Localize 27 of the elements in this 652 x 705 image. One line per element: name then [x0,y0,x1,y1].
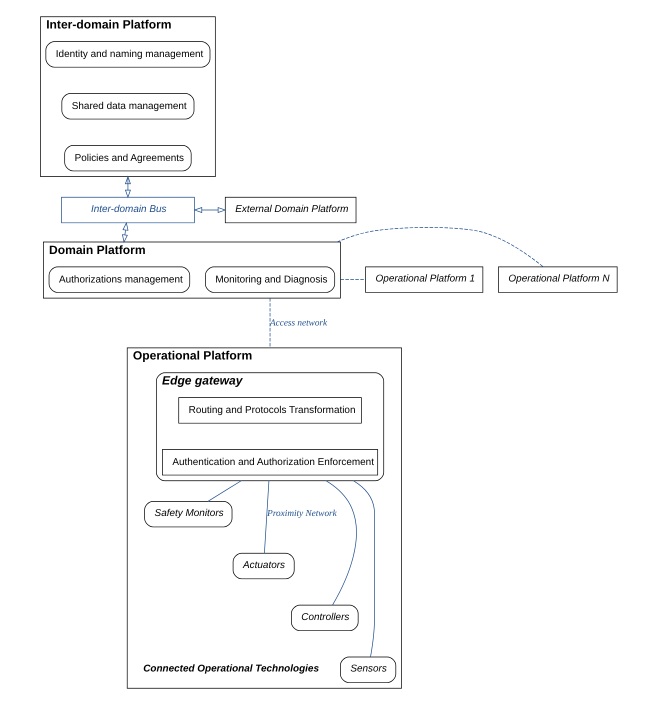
node-box: Sensors [340,656,396,683]
connector [353,480,375,658]
connector [340,279,366,280]
edge-label: Access network [270,317,328,328]
node-box: Shared data management [62,93,194,120]
node-box: Identity and naming management [46,41,210,68]
connector [326,480,357,606]
node-box: Operational Platform N [498,266,618,293]
connector [208,480,242,502]
edge-label: Proximity Network [267,508,337,518]
node-box: Operational Platform 1 [365,266,484,293]
node-box: Authentication and Authorization Enforcement [162,449,378,476]
arrow [122,222,128,244]
arrow [124,176,131,198]
connector [336,227,544,268]
node-box: Actuators [232,552,295,580]
node-box: Safety Monitors [144,501,232,528]
node-box: Monitoring and Diagnosis [205,266,336,293]
node-box: Authorizations management [48,266,190,293]
node-box: Inter-domain Bus [61,196,195,224]
node-box: External Domain Platform [224,196,356,224]
arrow [194,207,226,214]
node-box: Policies and Agreements [64,145,192,172]
label: Connected Operational Technologies [143,664,319,675]
node-box: Controllers [291,604,358,632]
connector [264,480,270,554]
node-box: Routing and Protocols Transformation [178,397,362,424]
